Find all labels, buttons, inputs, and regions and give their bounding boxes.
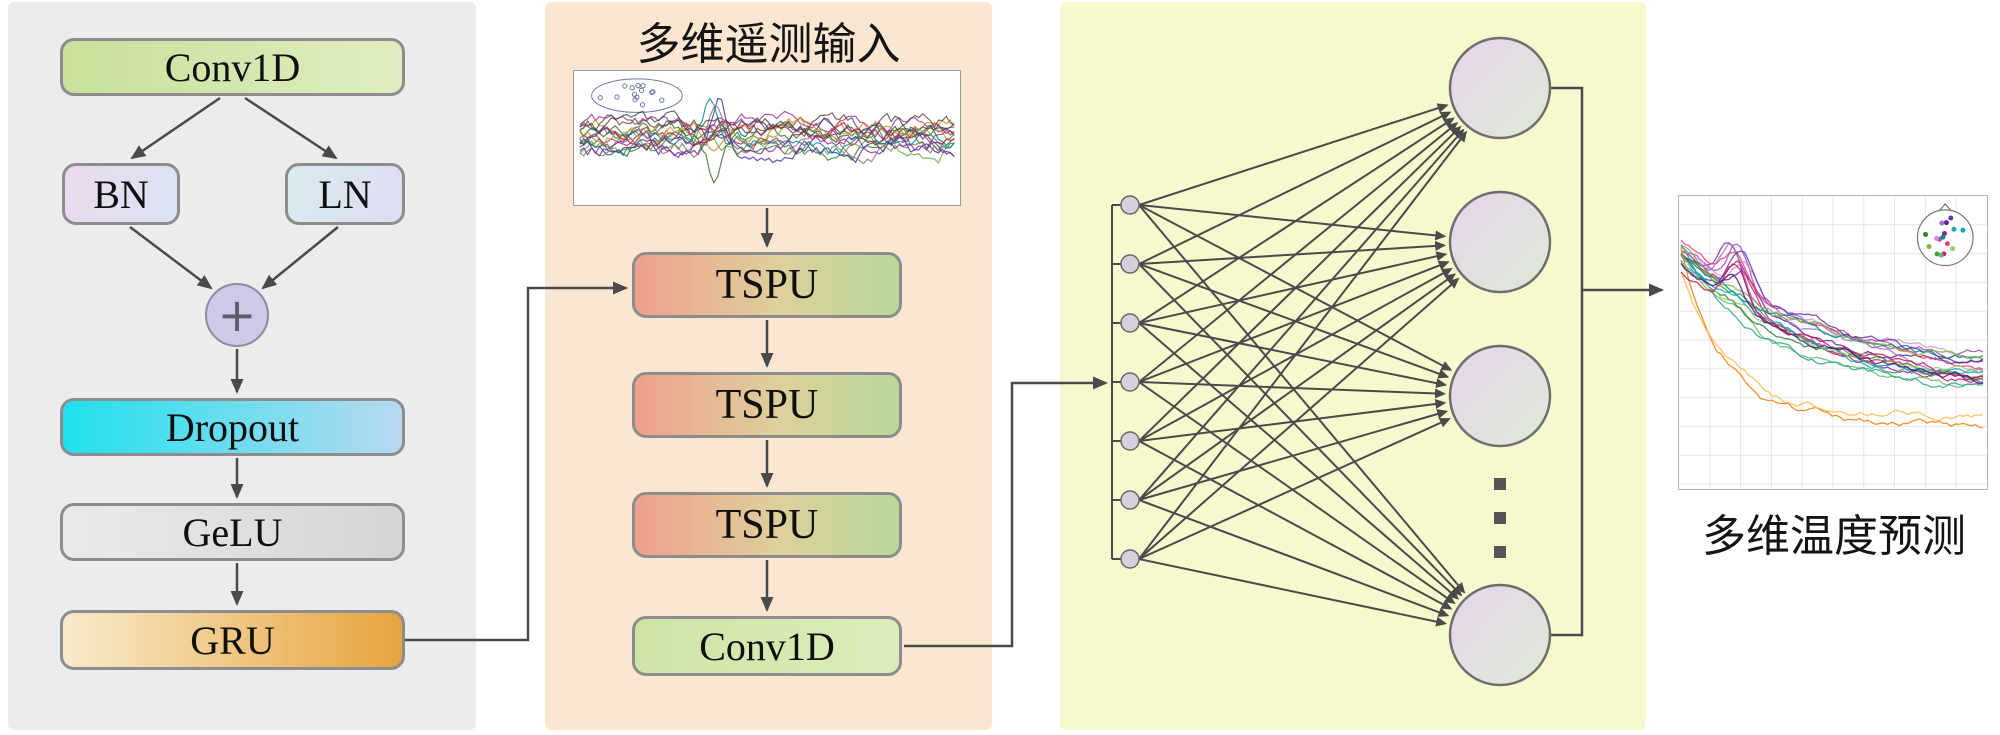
batchnorm-block: BN [62, 163, 180, 225]
telemetry-signal-plot [573, 70, 961, 206]
tspu-block-2: TSPU [632, 372, 902, 438]
add-operator-icon: + [205, 283, 269, 347]
feature-extraction-panel [8, 2, 476, 730]
conv1d-block: Conv1D [60, 38, 405, 96]
head-topography-icon [1916, 203, 1974, 267]
conv1d-output-block: Conv1D [632, 616, 902, 676]
temperature-prediction-label: 多维温度预测 [1702, 512, 1966, 561]
dropout-block: Dropout [60, 398, 405, 456]
gelu-block: GeLU [60, 503, 405, 561]
tspu-block-1: TSPU [632, 252, 902, 318]
layernorm-block: LN [285, 163, 405, 225]
tspu-block-3: TSPU [632, 492, 902, 558]
head-montage-icon [591, 78, 683, 113]
gru-block: GRU [60, 610, 405, 670]
temperature-prediction-plot [1678, 195, 1988, 490]
telemetry-input-title: 多维遥测输入 [636, 20, 901, 69]
fully-connected-panel [1060, 2, 1646, 730]
